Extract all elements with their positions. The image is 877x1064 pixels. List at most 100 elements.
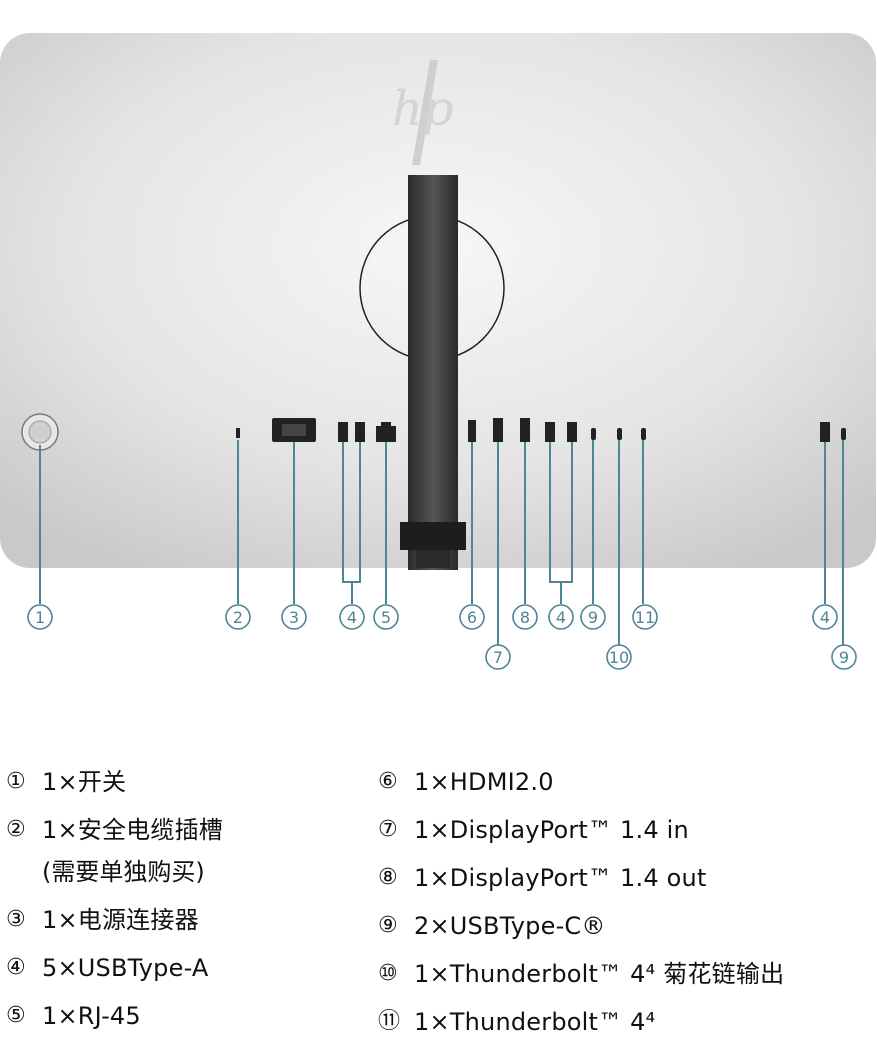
callout-number: 2 xyxy=(233,608,243,627)
callout-circle xyxy=(281,604,307,630)
legend-left: ① 1×开关 ② 1×安全电缆插槽 (需要单独购买) ③ 1×电源连接器 ④ 5×USBType… xyxy=(6,768,223,1050)
hp-logo: hp xyxy=(392,60,454,165)
rj45-port[interactable] xyxy=(376,422,396,442)
callout-marker: 9 xyxy=(580,604,606,630)
legend-text: 1×DisplayPort™ 1.4 out xyxy=(414,864,707,892)
legend-text: 1×HDMI2.0 xyxy=(414,768,554,796)
hdmi-port[interactable] xyxy=(468,420,476,442)
legend-number: ⑥ xyxy=(378,769,398,794)
usb-a-port[interactable] xyxy=(355,422,365,442)
callout-number: 11 xyxy=(635,608,655,627)
callout-number: 6 xyxy=(467,608,477,627)
legend-number: ⑧ xyxy=(378,865,398,890)
callout-marker: 7 xyxy=(485,644,511,670)
legend-item: ⑨ 2×USBType-C® xyxy=(378,912,784,960)
callout-number: 3 xyxy=(289,608,299,627)
callout-circle xyxy=(812,604,838,630)
legend-number: ② xyxy=(6,817,26,842)
legend-text: 1×Thunderbolt™ 4⁴ xyxy=(414,1008,656,1036)
legend-number: ④ xyxy=(6,955,26,980)
legend-text: 1×开关 xyxy=(42,768,127,796)
callout-marker: 9 xyxy=(831,644,857,670)
callout-circle xyxy=(459,604,485,630)
legend-number: ③ xyxy=(6,907,26,932)
callout-number: 4 xyxy=(820,608,830,627)
callout-number: 9 xyxy=(588,608,598,627)
callout-marker: 2 xyxy=(225,604,251,630)
legend-item: ⑪ 1×Thunderbolt™ 4⁴ xyxy=(378,1008,784,1056)
legend-subtext: (需要单独购买) xyxy=(42,858,205,886)
thunderbolt-port[interactable] xyxy=(641,428,646,440)
usb-c-port[interactable] xyxy=(591,428,596,440)
legend-item: ⑧ 1×DisplayPort™ 1.4 out xyxy=(378,864,784,912)
legend-text: 1×电源连接器 xyxy=(42,906,199,934)
legend-item: ⑩ 1×Thunderbolt™ 4⁴ 菊花链输出 xyxy=(378,960,784,1008)
callout-circle xyxy=(831,644,857,670)
callout-marker: 6 xyxy=(459,604,485,630)
legend-item: ② 1×安全电缆插槽 xyxy=(6,816,223,864)
legend-right: ⑥ 1×HDMI2.0 ⑦ 1×DisplayPort™ 1.4 in ⑧ 1×Displ… xyxy=(378,768,784,1056)
callout-marker: 4 xyxy=(548,604,574,630)
stand-arm xyxy=(408,175,458,570)
callout-number: 1 xyxy=(35,608,45,627)
legend-number: ⑪ xyxy=(378,1009,401,1034)
callout-marker: 4 xyxy=(812,604,838,630)
callout-circle xyxy=(485,644,511,670)
usb-c-port[interactable] xyxy=(841,428,846,440)
power-connector[interactable] xyxy=(272,418,316,442)
callout-marker: 1 xyxy=(27,604,53,630)
usb-a-port[interactable] xyxy=(545,422,555,442)
legend-text: 5×USBType-A xyxy=(42,954,209,982)
leader-lines xyxy=(39,440,844,645)
callout-marker: 4 xyxy=(339,604,365,630)
usb-a-port[interactable] xyxy=(567,422,577,442)
callout-marker: 11 xyxy=(632,604,658,630)
callout-marker: 5 xyxy=(373,604,399,630)
callout-circle xyxy=(225,604,251,630)
callout-circle xyxy=(606,644,632,670)
legend-text: 1×Thunderbolt™ 4⁴ 菊花链输出 xyxy=(414,960,785,988)
callout-number: 7 xyxy=(493,648,503,667)
legend-text: 2×USBType-C® xyxy=(414,912,606,940)
callout-circle xyxy=(548,604,574,630)
usb-a-port[interactable] xyxy=(820,422,830,442)
legend-item: ⑤ 1×RJ-45 xyxy=(6,1002,223,1050)
legend-text: 1×DisplayPort™ 1.4 in xyxy=(414,816,689,844)
callout-number: 4 xyxy=(347,608,357,627)
callout-number: 10 xyxy=(609,648,629,667)
callout-layer: 1 2 3 4 5 6 7 8 4 9 10 11 4 9 xyxy=(27,604,857,670)
displayport-in[interactable] xyxy=(493,418,503,442)
stand-clip xyxy=(400,522,466,550)
legend-number: ⑨ xyxy=(378,913,398,938)
usb-a-port[interactable] xyxy=(338,422,348,442)
legend-text: 1×安全电缆插槽 xyxy=(42,816,223,844)
callout-circle xyxy=(512,604,538,630)
stand-neck xyxy=(416,550,450,568)
callout-circle xyxy=(339,604,365,630)
callout-circle xyxy=(27,604,53,630)
callout-number: 8 xyxy=(520,608,530,627)
callout-number: 4 xyxy=(556,608,566,627)
callout-marker: 8 xyxy=(512,604,538,630)
thunderbolt-out-port[interactable] xyxy=(617,428,622,440)
legend-item: ④ 5×USBType-A xyxy=(6,954,223,1002)
callout-marker: 10 xyxy=(606,644,632,670)
legend-item: ① 1×开关 xyxy=(6,768,223,816)
callout-marker: 3 xyxy=(281,604,307,630)
legend-number: ⑩ xyxy=(378,961,398,986)
displayport-out[interactable] xyxy=(520,418,530,442)
callout-number: 9 xyxy=(839,648,849,667)
security-slot[interactable] xyxy=(236,428,240,438)
legend-item: ③ 1×电源连接器 xyxy=(6,906,223,954)
callout-circle xyxy=(580,604,606,630)
callout-number: 5 xyxy=(381,608,391,627)
legend-number: ⑤ xyxy=(6,1003,26,1028)
legend-number: ⑦ xyxy=(378,817,398,842)
legend-text: 1×RJ-45 xyxy=(42,1002,141,1030)
hp-logo-text: hp xyxy=(392,81,454,137)
legend-number: ① xyxy=(6,769,26,794)
legend-item: ⑦ 1×DisplayPort™ 1.4 in xyxy=(378,816,784,864)
power-button[interactable] xyxy=(21,413,59,451)
callout-circle xyxy=(632,604,658,630)
monitor-rear-diagram: hp xyxy=(0,33,876,670)
